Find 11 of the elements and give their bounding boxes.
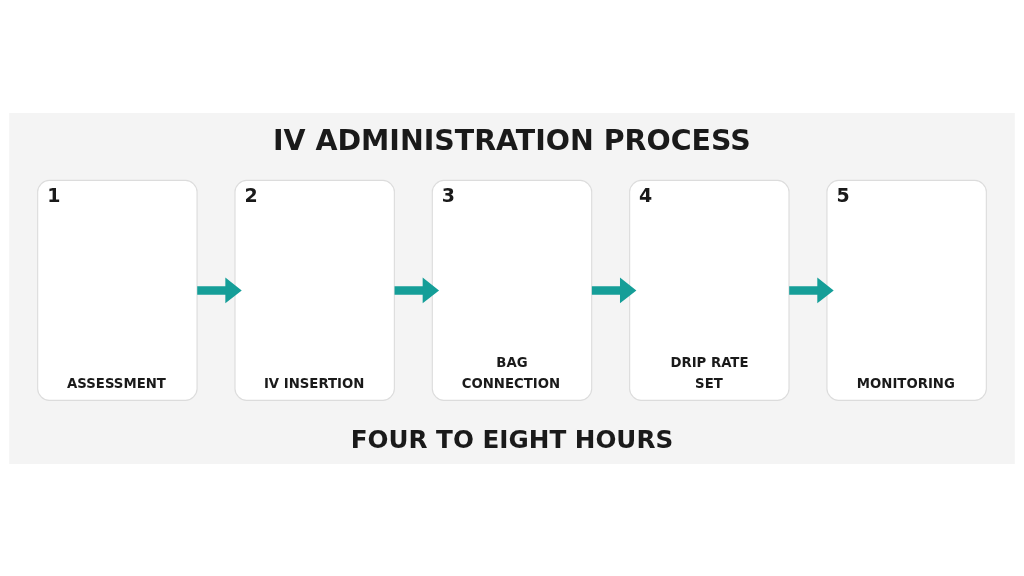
caption: FOUR TO EIGHT HOURS: [350, 424, 674, 454]
node-box: 5 MONITORING: [826, 179, 987, 401]
arrow: [197, 277, 242, 303]
node-box: 3 BAG CONNECTION: [431, 179, 593, 401]
arrow: [789, 277, 834, 303]
diagram-title: IV ADMINISTRATION PROCESS: [272, 123, 751, 157]
arrow: [591, 277, 637, 303]
arrow: [394, 277, 440, 303]
node-box: 1 ASSESSMENT: [37, 179, 198, 401]
node-box: 2 IV INSERTION: [234, 179, 395, 401]
node-box: 4 DRIP RATE SET: [629, 179, 790, 401]
